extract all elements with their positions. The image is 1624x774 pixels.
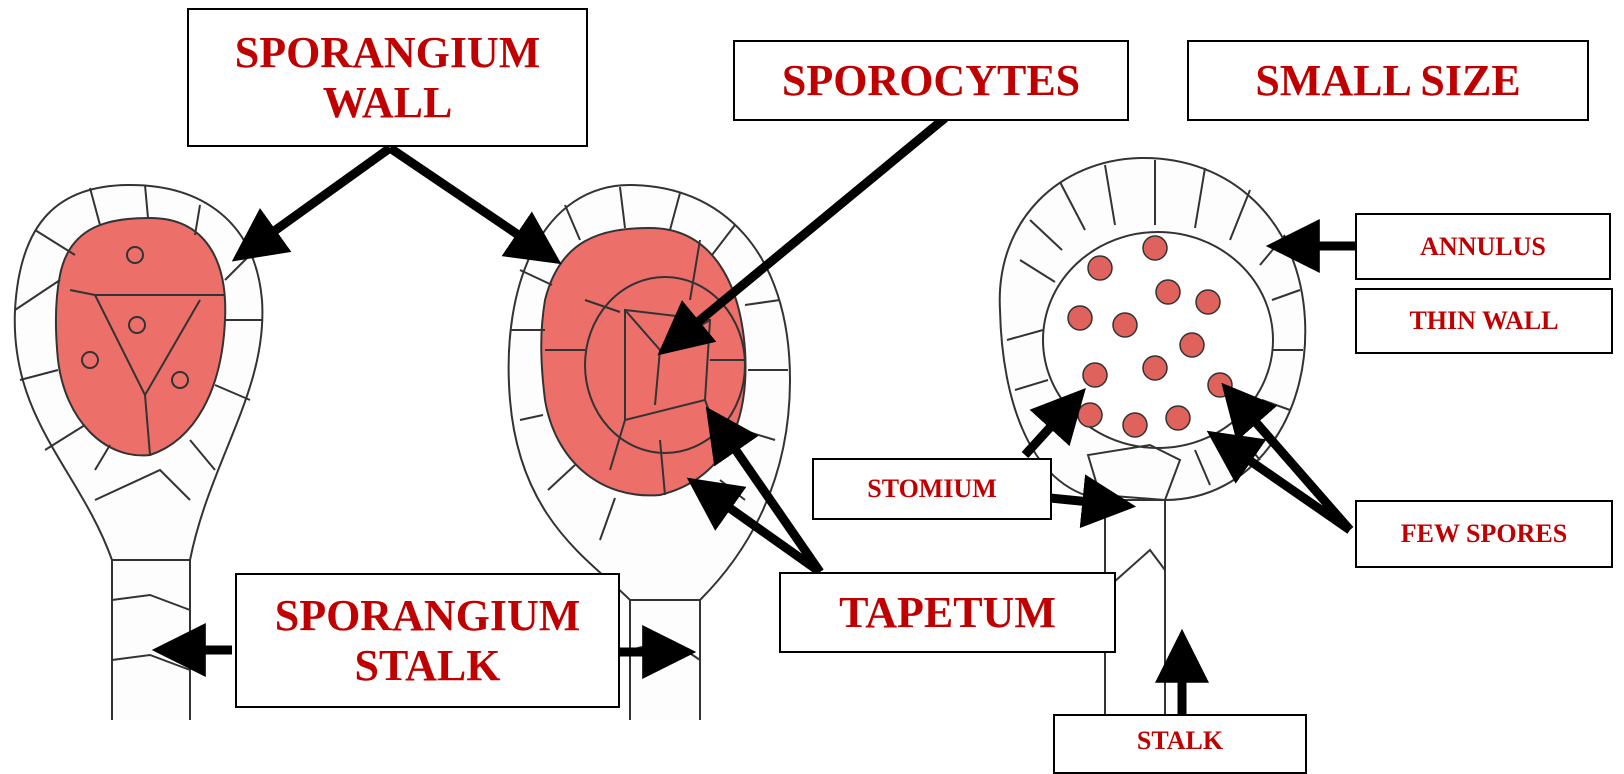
- label-stomium-text: STOMIUM: [867, 474, 997, 503]
- label-small-size-text: SMALL SIZE: [1255, 56, 1520, 105]
- young-sporangium: [15, 185, 263, 720]
- label-annulus: ANNULUS: [1355, 213, 1611, 280]
- label-tapetum-text: TAPETUM: [839, 588, 1056, 637]
- label-annulus-text: ANNULUS: [1420, 232, 1546, 261]
- label-sporangium-wall-text: SPORANGIUM WALL: [235, 28, 541, 127]
- diagram-canvas: SPORANGIUM WALL SPOROCYTES SMALL SIZE AN…: [0, 0, 1624, 736]
- mature-sporogenous-tissue: [541, 228, 745, 495]
- label-sporangium-stalk: SPORANGIUM STALK: [235, 573, 620, 708]
- label-sporocytes-text: SPOROCYTES: [782, 56, 1080, 105]
- label-stalk-text: STALK: [1137, 726, 1223, 755]
- arrow-wall-left: [245, 148, 390, 252]
- label-small-size: SMALL SIZE: [1187, 40, 1589, 121]
- label-stomium: STOMIUM: [812, 458, 1052, 520]
- label-tapetum: TAPETUM: [779, 572, 1116, 653]
- label-thin-wall: THIN WALL: [1355, 288, 1613, 354]
- label-few-spores-text: FEW SPORES: [1401, 519, 1567, 548]
- label-thin-wall-text: THIN WALL: [1409, 306, 1558, 335]
- label-sporocytes: SPOROCYTES: [733, 40, 1129, 121]
- label-sporangium-stalk-text: SPORANGIUM STALK: [275, 591, 581, 690]
- label-few-spores: FEW SPORES: [1355, 500, 1613, 568]
- label-sporangium-wall: SPORANGIUM WALL: [187, 8, 588, 147]
- label-stalk: STALK: [1053, 714, 1307, 774]
- arrow-wall-right: [390, 148, 548, 255]
